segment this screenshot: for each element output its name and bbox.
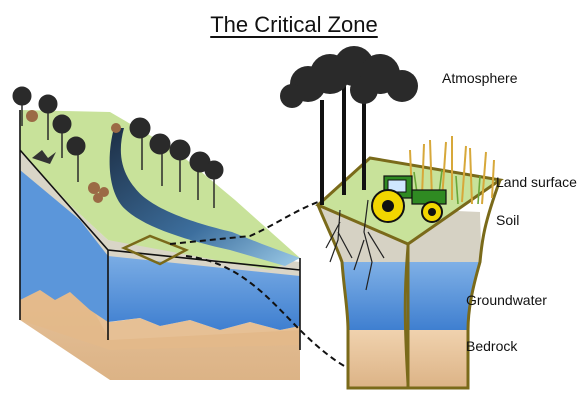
study-plot-square [120,234,189,266]
tractor-icon [371,175,447,223]
bird-icon [32,150,56,164]
label-bedrock: Bedrock [466,338,518,354]
zoom-connectors [169,201,353,371]
landscape-trees [12,86,224,208]
landscape-block [12,86,301,380]
label-groundwater: Groundwater [466,292,547,308]
label-soil: Soil [496,212,520,228]
page-title: The Critical Zone [210,12,378,37]
wheat-crop [409,136,495,205]
label-land-surface: Land surface [496,174,577,190]
landscape-rocks [26,110,121,203]
column-trees [280,46,418,205]
landscape-river [109,128,301,266]
landscape-grass-surface [20,110,300,270]
column-front-edge [403,243,410,389]
bedrock-jagged-top [20,290,300,350]
landscape-groundwater-side [20,165,108,322]
landscape-outline [19,110,301,350]
label-atmosphere: Atmosphere [442,70,518,86]
connector-upper [169,201,319,245]
tree-roots [325,199,385,291]
soil-column [280,46,504,390]
column-groundwater-layer [342,262,480,330]
